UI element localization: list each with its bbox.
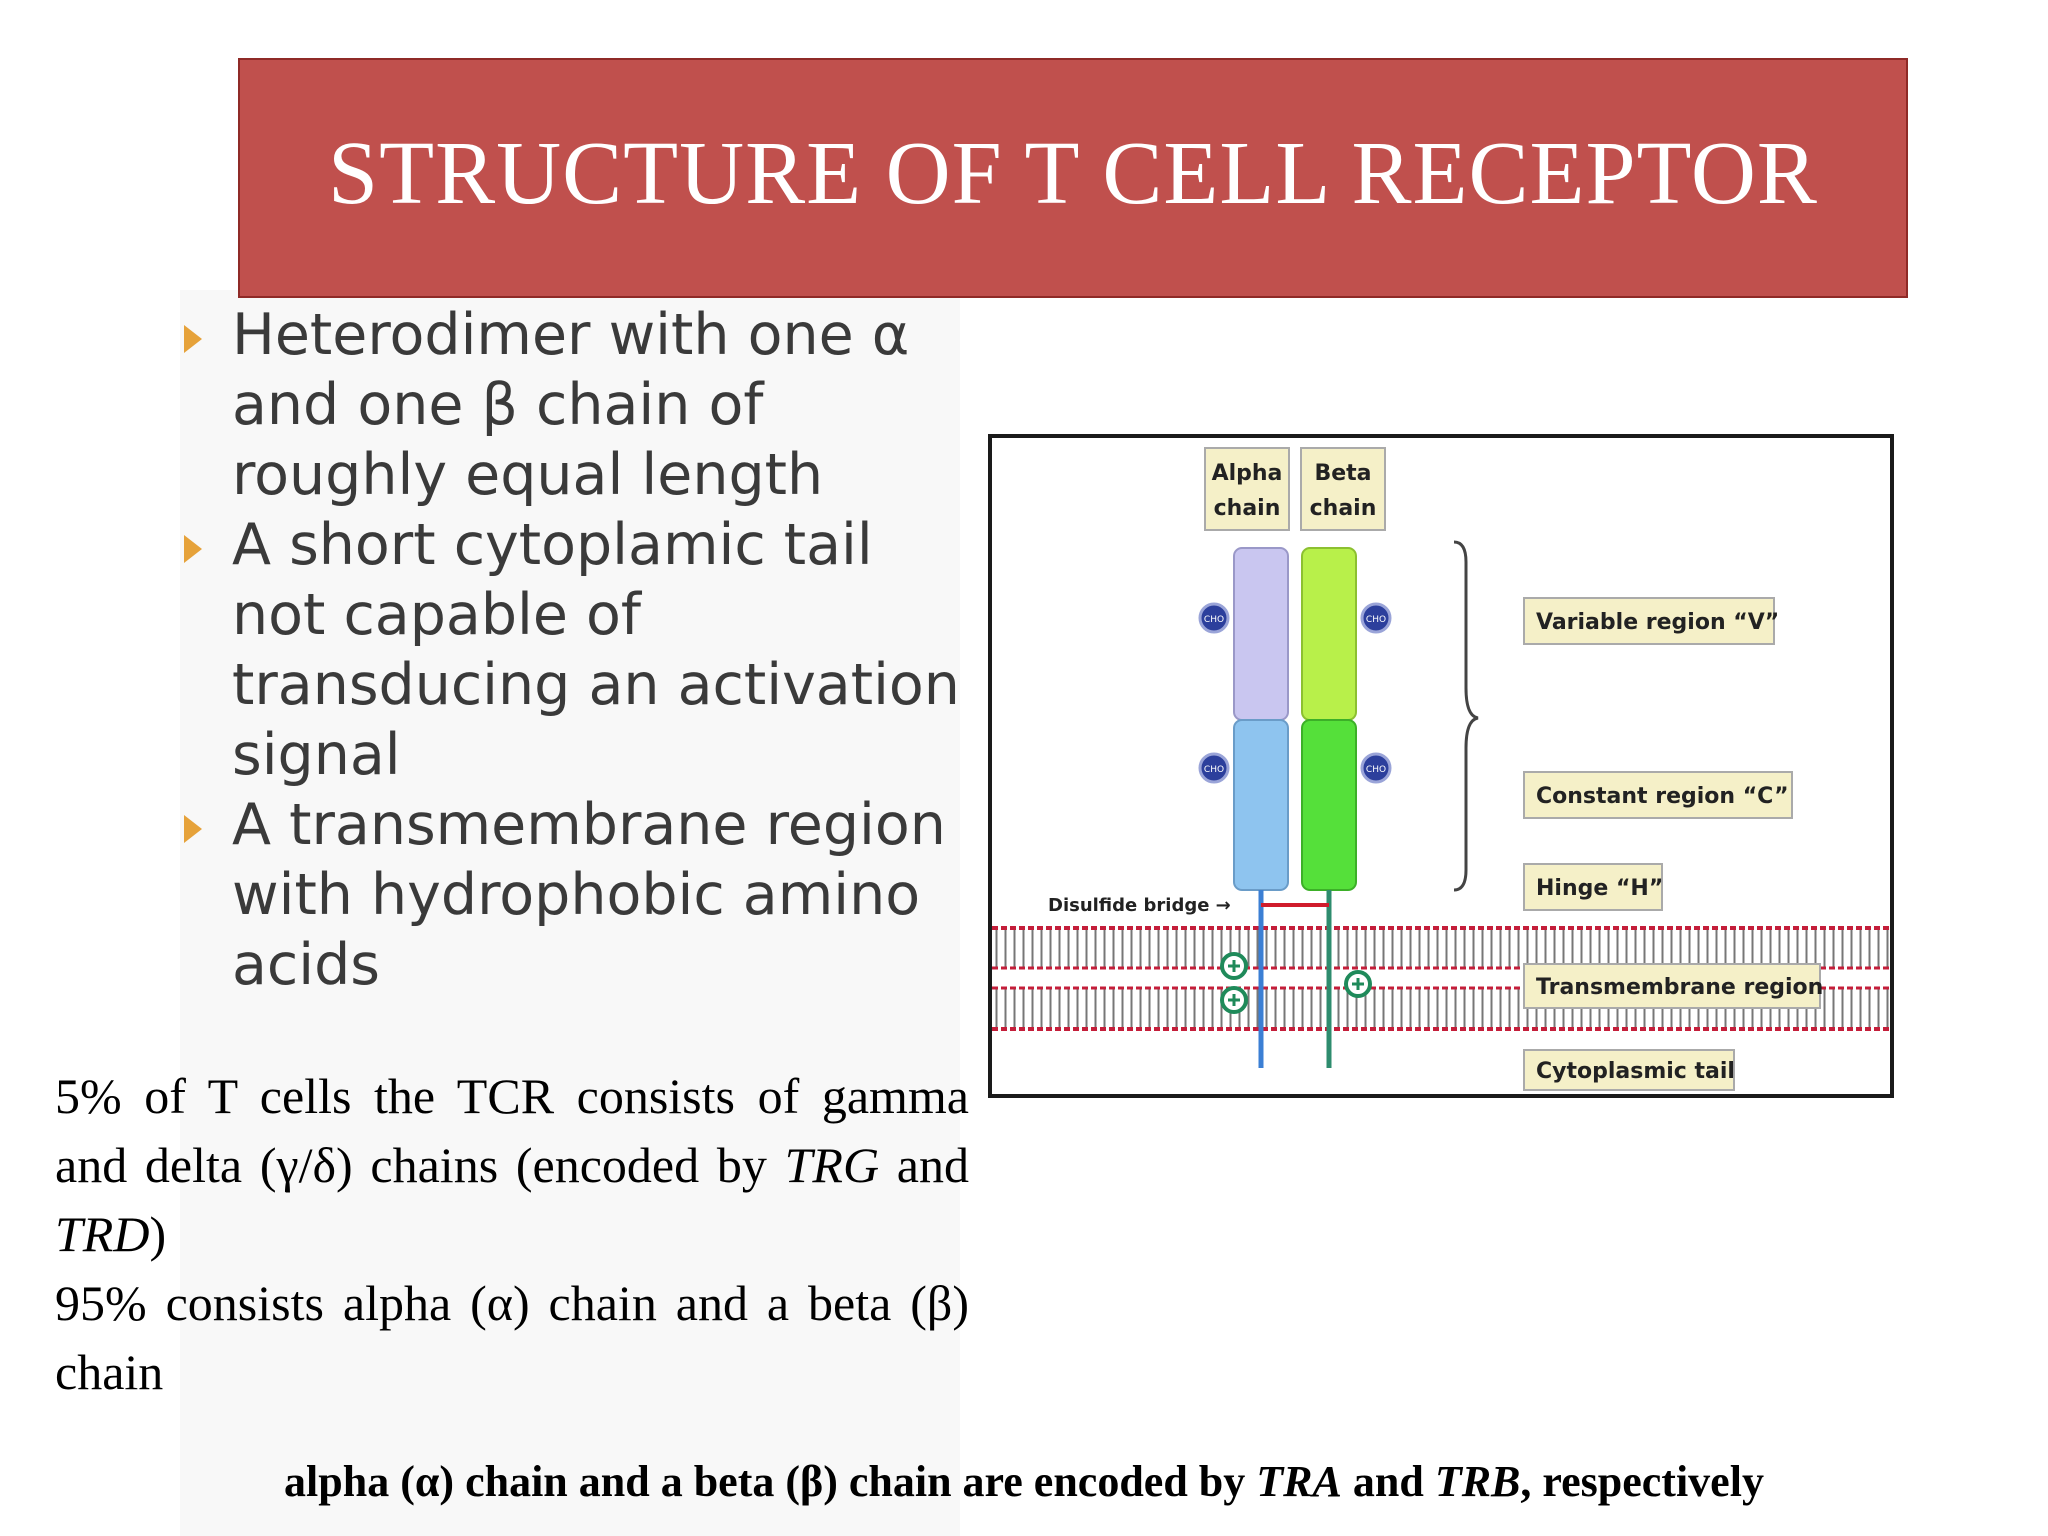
alpha-chain-label: chain — [1214, 496, 1281, 521]
region-brace — [1453, 540, 1479, 892]
slide-title: STRUCTURE OF T CELL RECEPTOR — [328, 123, 1818, 223]
paragraph-text: and — [879, 1137, 969, 1193]
paragraph-text: 5% of T cells the TCR consists of gamma … — [55, 1068, 969, 1193]
transmembrane-label: Transmembrane region — [1536, 975, 1823, 1000]
bullet-text: A transmembrane region with hydrophobic … — [232, 792, 946, 998]
cytoplasmic-tail-box — [1523, 1049, 1735, 1091]
bullet-text: Heterodimer with one α and one β chain o… — [232, 302, 910, 508]
gene-name: TRA — [1256, 1457, 1342, 1506]
gene-name: TRB — [1434, 1457, 1521, 1506]
footer-text: and — [1341, 1457, 1435, 1506]
footer-text: alpha (α) chain and a beta (β) chain are… — [284, 1457, 1257, 1506]
bullet-arrow-icon — [184, 325, 202, 353]
footer-note: alpha (α) chain and a beta (β) chain are… — [0, 1456, 2048, 1507]
svg-text:CHO: CHO — [1366, 615, 1386, 625]
bullet-item: A transmembrane region with hydrophobic … — [180, 790, 960, 1000]
paragraph-text: ) — [149, 1206, 167, 1262]
membrane-upper-leaflet — [992, 928, 1890, 968]
hinge-box — [1523, 863, 1663, 911]
title-banner: STRUCTURE OF T CELL RECEPTOR — [238, 58, 1908, 298]
positive-charge-icon — [1220, 986, 1248, 1014]
beta-chain-label: chain — [1310, 496, 1377, 521]
footer-text: , respectively — [1520, 1457, 1764, 1506]
transmembrane-box — [1523, 963, 1821, 1009]
variable-region-box — [1523, 597, 1775, 645]
alpha-beta-paragraph: 95% consists alpha (α) chain and a beta … — [55, 1275, 969, 1400]
bullet-item: A short cytoplamic tail not capable of t… — [180, 510, 960, 790]
bullet-list: Heterodimer with one α and one β chain o… — [180, 300, 960, 1000]
bullet-arrow-icon — [184, 815, 202, 843]
gene-name: TRG — [784, 1137, 880, 1193]
svg-text:CHO: CHO — [1204, 765, 1224, 775]
constant-region-label: Constant region “C” — [1536, 784, 1789, 809]
cho-icon: CHO — [1198, 602, 1230, 634]
tcr-diagram: Alpha chain Beta chain Disulfide bridge … — [988, 434, 1894, 1098]
content-background — [180, 290, 960, 1536]
svg-text:CHO: CHO — [1366, 765, 1386, 775]
gene-name: TRD — [55, 1206, 150, 1262]
gamma-delta-paragraph: 5% of T cells the TCR consists of gamma … — [55, 1062, 969, 1269]
beta-variable-domain — [1301, 547, 1357, 721]
positive-charge-icon — [1344, 970, 1372, 998]
bullet-arrow-icon — [184, 535, 202, 563]
constant-region-box — [1523, 771, 1793, 819]
bullet-text: A short cytoplamic tail not capable of t… — [232, 512, 960, 788]
hinge-label: Hinge “H” — [1536, 876, 1663, 901]
disulfide-label: Disulfide bridge → — [1048, 895, 1231, 916]
positive-charge-icon — [1220, 952, 1248, 980]
bullet-item: Heterodimer with one α and one β chain o… — [180, 300, 960, 510]
beta-chain-label: Beta — [1314, 461, 1371, 486]
tcr-diagram-svg: Alpha chain Beta chain Disulfide bridge … — [992, 447, 1890, 1091]
cho-icon: CHO — [1360, 752, 1392, 784]
cho-icon: CHO — [1198, 752, 1230, 784]
alpha-variable-domain — [1233, 547, 1289, 721]
alpha-chain-label-box — [1204, 447, 1290, 531]
variable-region-label: Variable region “V” — [1536, 610, 1779, 635]
cytoplasmic-tail-label: Cytoplasmic tail — [1536, 1059, 1735, 1084]
cho-icon: CHO — [1360, 602, 1392, 634]
beta-constant-domain — [1301, 719, 1357, 891]
beta-chain-label-box — [1300, 447, 1386, 531]
alpha-constant-domain — [1233, 719, 1289, 891]
alpha-chain-label: Alpha — [1212, 461, 1283, 486]
svg-text:CHO: CHO — [1204, 615, 1224, 625]
